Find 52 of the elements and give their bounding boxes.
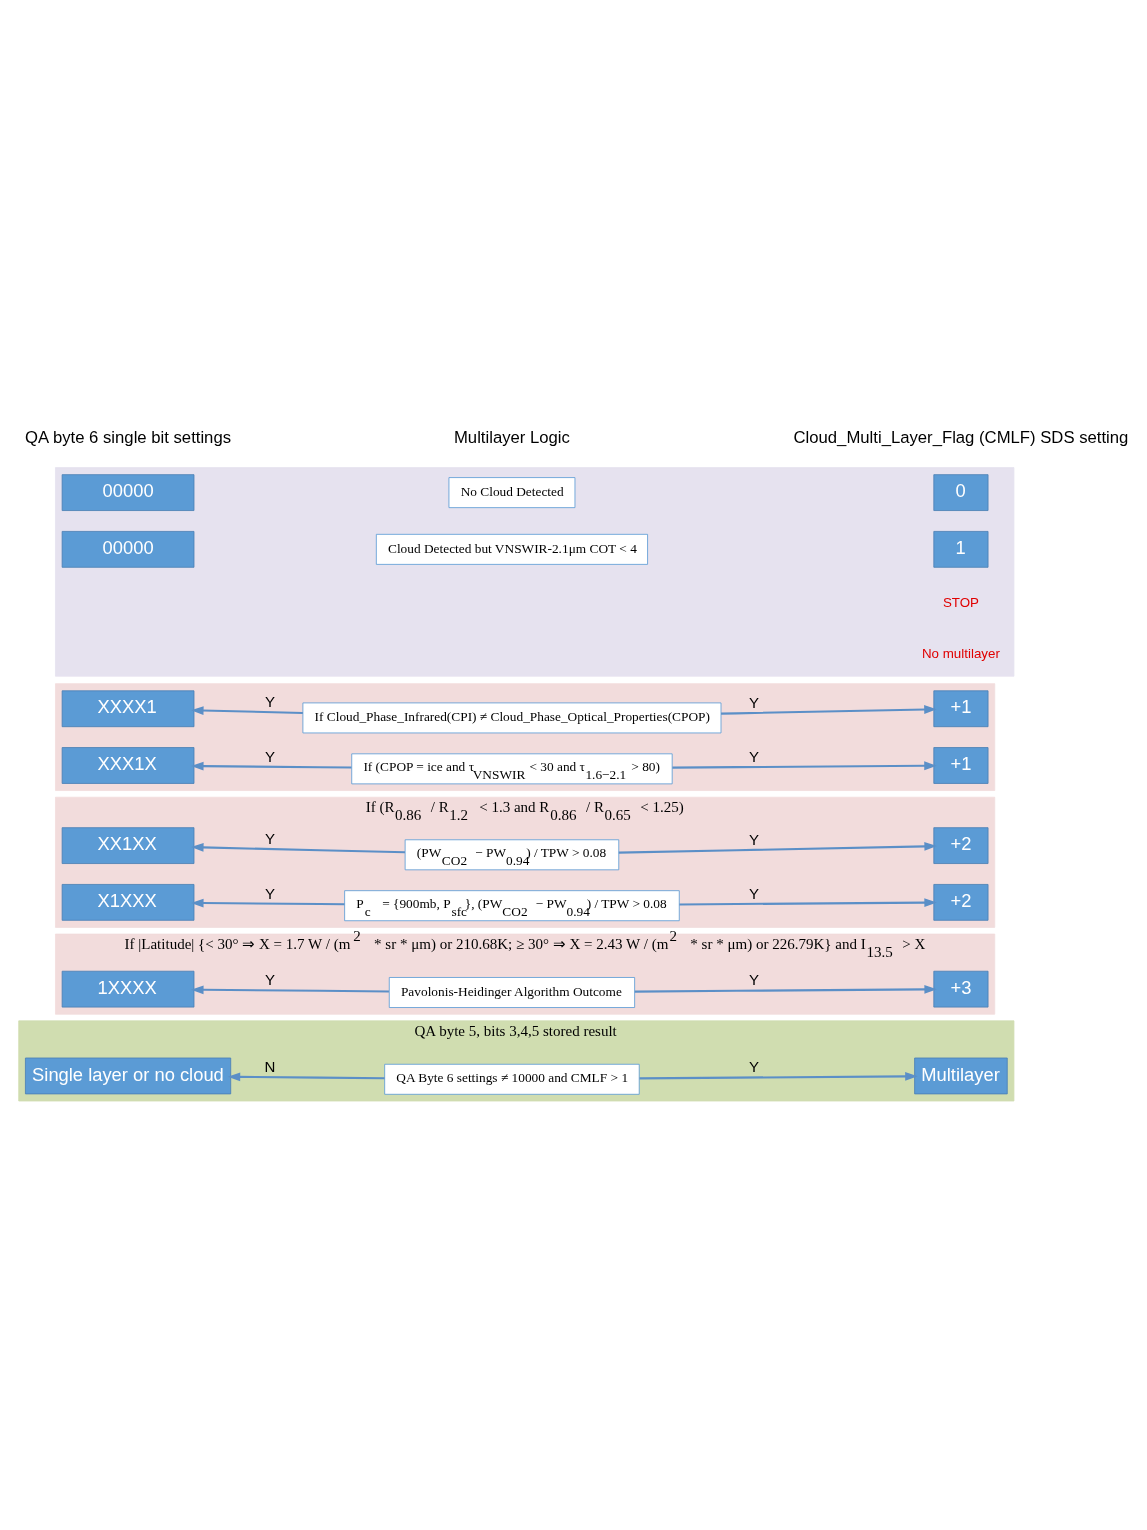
label: STOP: [942, 594, 979, 610]
arrow: [191, 705, 303, 715]
cluster: [55, 466, 1015, 677]
node-box: 1XXXX: [61, 970, 195, 1007]
edge-label: Y: [264, 692, 275, 710]
arrow: [191, 898, 345, 907]
node-box: 1: [933, 530, 989, 568]
node-box: +2: [933, 883, 989, 921]
node-box: Pavolonis-Heidinger Algorithm Outcome: [388, 976, 636, 1008]
edge-label: N: [264, 1057, 276, 1075]
edge-label: Y: [748, 693, 759, 711]
arrow: [227, 1072, 385, 1081]
arrow: [191, 842, 405, 853]
node-box: +1: [933, 746, 989, 784]
node-box: Multilayer: [914, 1057, 1008, 1094]
edge-label: Y: [748, 970, 759, 988]
label: No multilayer: [922, 645, 1000, 661]
arrow: [672, 760, 937, 770]
node-box: XXX1X: [61, 746, 195, 784]
label: QA byte 6 single bit settings: [25, 427, 232, 447]
node-box: 00000: [61, 530, 195, 568]
edge-label: Y: [264, 829, 275, 847]
arrow: [618, 841, 937, 854]
node-box: XX1XX: [61, 826, 195, 864]
node-box: 00000: [61, 473, 195, 511]
edge-label: Y: [264, 884, 275, 902]
arrow: [721, 704, 937, 715]
node-box: No Cloud Detected: [448, 476, 576, 508]
node-box: XXXX1: [61, 689, 195, 727]
node-box: +3: [933, 970, 989, 1007]
node-box: If Cloud_Phase_Infrared(CPI) ≠ Cloud_Phase_Optical_Properties(CPOP): [302, 702, 722, 733]
node-box: X1XXX: [61, 883, 195, 921]
node-box: Cloud Detected but VNSWIR-2.1μm COT < 4: [375, 533, 648, 565]
arrow: [191, 984, 389, 994]
edge-label: Y: [264, 747, 275, 765]
edge-label: Y: [748, 747, 759, 765]
cluster: [55, 682, 996, 791]
node-box: +2: [933, 826, 989, 864]
edge-label: Y: [748, 1057, 759, 1075]
node-box: +1: [933, 689, 989, 727]
arrow: [639, 1071, 918, 1081]
edge-label: Y: [748, 884, 759, 902]
arrow: [191, 761, 352, 771]
arrow: [679, 897, 937, 907]
edge-label: Y: [264, 970, 275, 988]
label: Multilayer Logic: [453, 427, 570, 447]
edge-label: Y: [748, 830, 759, 848]
node-box: Single layer or no cloud: [25, 1057, 232, 1094]
arrow: [634, 984, 937, 994]
node-box: 0: [933, 473, 989, 511]
label: Cloud_Multi_Layer_Flag (CMLF) SDS setting: [793, 427, 1129, 447]
node-box: QA Byte 6 settings ≠ 10000 and CMLF > 1: [384, 1063, 640, 1095]
